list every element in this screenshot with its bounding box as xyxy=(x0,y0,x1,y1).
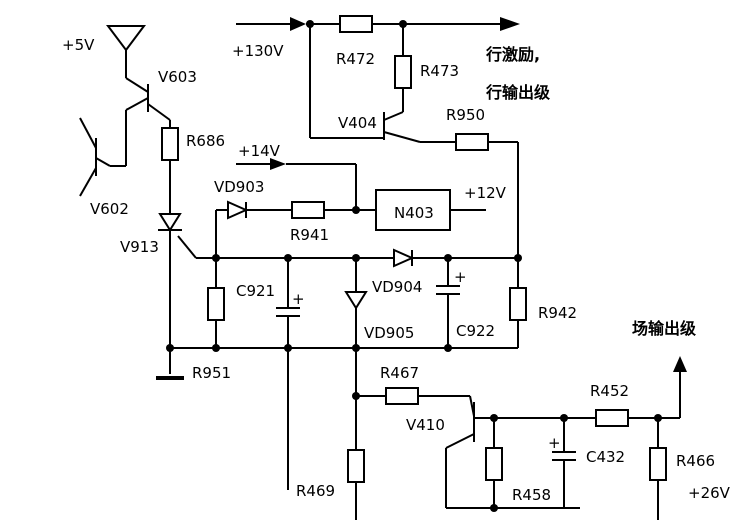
label-c432: C432 xyxy=(586,448,625,466)
junction xyxy=(352,206,360,214)
diode-vd903 xyxy=(227,200,249,220)
resistor-r458 xyxy=(485,447,503,481)
output-arrow-field xyxy=(673,356,687,372)
resistor-r942 xyxy=(509,287,527,321)
capacitor-c921 xyxy=(276,307,300,317)
resistor-r472 xyxy=(339,15,373,33)
label-26v: +26V xyxy=(688,484,731,502)
junction xyxy=(352,344,360,352)
diode-vd904 xyxy=(393,248,415,268)
transistor-v404 xyxy=(383,111,421,143)
label-r951: R951 xyxy=(192,364,231,382)
label-r467: R467 xyxy=(380,364,419,382)
capacitor-c922 xyxy=(436,285,460,295)
input-arrow-130v xyxy=(236,17,306,31)
label-line-drive: 行激励, xyxy=(485,45,540,64)
resistor-r473 xyxy=(394,55,412,89)
resistor-r941 xyxy=(291,201,325,219)
label-130v: +130V xyxy=(232,42,284,60)
label-r466: R466 xyxy=(676,452,715,470)
label-5v: +5V xyxy=(62,36,95,54)
junction xyxy=(166,344,174,352)
resistor-r452 xyxy=(595,409,629,427)
label-r469: R469 xyxy=(296,482,335,500)
label-n403: N403 xyxy=(394,204,434,222)
label-r942: R942 xyxy=(538,304,577,322)
polarity-c432: + xyxy=(548,434,561,452)
junction xyxy=(514,254,522,262)
antenna-5v-symbol xyxy=(106,25,146,78)
resistor-r686 xyxy=(161,127,179,161)
junction xyxy=(490,504,498,512)
thyristor-v913 xyxy=(158,213,197,259)
transistor-v603 xyxy=(147,84,171,121)
label-vd905: VD905 xyxy=(364,324,414,342)
label-r941: R941 xyxy=(290,226,329,244)
label-v602: V602 xyxy=(90,200,129,218)
label-line-output: 行输出级 xyxy=(485,83,551,102)
output-arrow-line-drive xyxy=(500,17,520,31)
label-r452: R452 xyxy=(590,382,629,400)
label-r686: R686 xyxy=(186,132,225,150)
resistor-r469 xyxy=(347,449,365,483)
diode-vd905 xyxy=(344,291,368,310)
polarity-c922: + xyxy=(454,268,467,286)
label-12v: +12V xyxy=(464,184,507,202)
label-r473: R473 xyxy=(420,62,459,80)
label-vd903: VD903 xyxy=(214,178,264,196)
label-r472: R472 xyxy=(336,50,375,68)
label-vd904: VD904 xyxy=(372,278,422,296)
resistor-r467 xyxy=(385,387,419,405)
junction xyxy=(212,344,220,352)
polarity-c921: + xyxy=(292,290,305,308)
arrow-14v xyxy=(270,158,286,170)
label-field-output: 场输出级 xyxy=(632,319,697,338)
label-v603: V603 xyxy=(158,68,197,86)
label-v410: V410 xyxy=(406,416,445,434)
junction xyxy=(444,344,452,352)
regulator-n403 xyxy=(375,189,451,231)
label-v913: V913 xyxy=(120,238,159,256)
resistor-r950 xyxy=(455,133,489,151)
label-c922: C922 xyxy=(456,322,495,340)
transistor-v410 xyxy=(445,395,475,449)
label-14v: +14V xyxy=(238,142,281,160)
resistor-r466 xyxy=(649,447,667,481)
label-c921: C921 xyxy=(236,282,275,300)
junction xyxy=(284,344,292,352)
capacitor-c432 xyxy=(552,451,576,461)
label-v404: V404 xyxy=(338,114,377,132)
label-r458: R458 xyxy=(512,486,551,504)
label-r950: R950 xyxy=(446,106,485,124)
transistor-v602 xyxy=(79,117,97,197)
resistor-r951 xyxy=(207,287,225,321)
